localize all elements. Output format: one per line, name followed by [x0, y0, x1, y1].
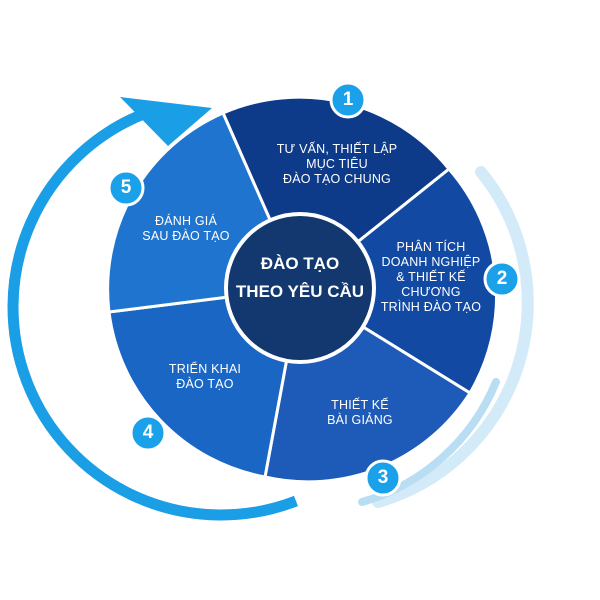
center-title-line-2: THEO YÊU CẦU	[235, 282, 365, 301]
step-5-line-2: SAU ĐÀO TẠO	[142, 229, 230, 243]
center-title-line-1: ĐÀO TẠO	[260, 254, 340, 273]
step-2-line-5: TRÌNH ĐÀO TẠO	[380, 300, 482, 314]
step-2-line-4: CHƯƠNG	[401, 285, 461, 299]
step-1-line-2: MỤC TIÊU	[306, 157, 368, 171]
step-1-label: TƯ VẤN, THIẾT LẬP MỤC TIÊU ĐÀO TẠO CHUNG	[262, 142, 412, 187]
step-2-label: PHÂN TÍCH DOANH NGHIỆP & THIẾT KẾ CHƯƠNG…	[376, 240, 486, 315]
step-2-line-2: DOANH NGHIỆP	[381, 255, 481, 269]
step-3-line-1: THIẾT KẾ	[331, 398, 389, 412]
step-2-line-1: PHÂN TÍCH	[396, 240, 466, 254]
step-2-badge	[483, 260, 521, 298]
step-3-line-2: BÀI GIẢNG	[327, 413, 393, 427]
step-3-badge	[364, 459, 402, 497]
step-4-number: 4	[142, 422, 154, 443]
cycle-arrowhead	[120, 97, 212, 146]
step-2-line-3: & THIẾT KẾ	[396, 270, 466, 284]
step-4-badge	[129, 414, 167, 452]
center-circle	[224, 212, 376, 364]
cycle-arrow-arc	[7, 107, 298, 521]
step-1-line-1: TƯ VẤN, THIẾT LẬP	[276, 142, 398, 156]
step-4-label: TRIỂN KHAI ĐÀO TẠO	[150, 362, 260, 392]
light-outer-arc	[372, 166, 534, 508]
step-2-number: 2	[496, 268, 508, 289]
step-5-badge	[107, 169, 145, 207]
step-4-line-2: ĐÀO TẠO	[176, 377, 234, 391]
step-1-line-3: ĐÀO TẠO CHUNG	[283, 172, 391, 186]
step-3-label: THIẾT KẾ BÀI GIẢNG	[305, 398, 415, 428]
center-title: ĐÀO TẠO THEO YÊU CẦU	[228, 250, 372, 306]
step-4-line-1: TRIỂN KHAI	[168, 362, 242, 376]
step-3-number: 3	[377, 467, 389, 488]
step-1-badge	[329, 81, 367, 119]
step-1-number: 1	[342, 89, 354, 110]
step-5-number: 5	[120, 177, 132, 198]
step-5-line-1: ĐÁNH GIÁ	[154, 214, 218, 228]
step-5-label: ĐÁNH GIÁ SAU ĐÀO TẠO	[131, 214, 241, 244]
